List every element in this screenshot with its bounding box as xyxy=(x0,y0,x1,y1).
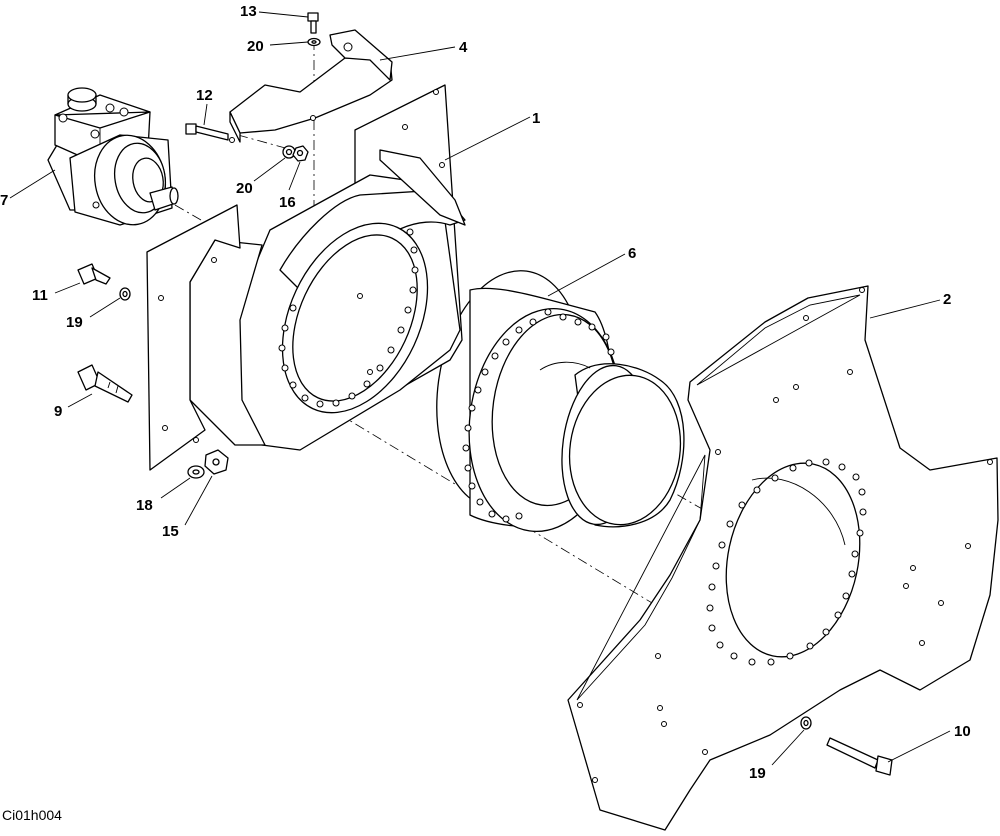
washer-part-18 xyxy=(187,465,205,479)
washer-part-20-lower xyxy=(282,145,296,159)
callout-4: 4 xyxy=(459,39,468,56)
hydraulic-motor-part-7 xyxy=(47,87,179,226)
washer-part-19-right xyxy=(800,716,812,730)
callout-20-lower: 20 xyxy=(236,180,253,197)
bolt-part-12 xyxy=(185,123,229,141)
callout-6: 6 xyxy=(628,245,636,262)
gear-drive-flange-holes xyxy=(462,308,615,523)
leader-lines xyxy=(9,11,951,766)
callout-16: 16 xyxy=(279,194,296,211)
callout-19-left: 19 xyxy=(66,314,83,331)
cover-plate-part-4 xyxy=(229,29,393,143)
mounting-plate-bolt-holes xyxy=(577,287,993,783)
callout-20-top: 20 xyxy=(247,38,264,55)
nut-part-15 xyxy=(204,449,229,475)
callout-19-right: 19 xyxy=(749,765,766,782)
mounting-plate-part-2 xyxy=(567,285,999,831)
washer-part-19-left xyxy=(119,287,131,301)
callout-labels: 13 20 4 12 1 20 16 7 6 2 11 19 9 18 15 1… xyxy=(0,3,971,782)
washer-part-20-top xyxy=(307,37,321,47)
callout-18: 18 xyxy=(136,497,153,514)
callout-15: 15 xyxy=(162,523,179,540)
bolt-part-9 xyxy=(77,364,133,403)
gear-drive-part-6 xyxy=(436,270,685,533)
motor-bracket-part-1 xyxy=(146,84,466,471)
bolt-part-13 xyxy=(307,12,319,34)
nut-part-16 xyxy=(292,145,309,162)
callout-12: 12 xyxy=(196,87,213,104)
callout-13: 13 xyxy=(240,3,257,20)
callout-10: 10 xyxy=(954,723,971,740)
callout-2: 2 xyxy=(943,291,951,308)
callout-1: 1 xyxy=(532,110,540,127)
callout-11: 11 xyxy=(32,287,48,304)
callout-7: 7 xyxy=(0,192,8,209)
bolt-part-10 xyxy=(826,737,893,776)
motor-bracket-holes xyxy=(158,89,445,443)
callout-9: 9 xyxy=(54,403,62,420)
drawing-reference: Ci01h004 xyxy=(2,807,62,823)
bolt-part-11 xyxy=(77,263,111,285)
